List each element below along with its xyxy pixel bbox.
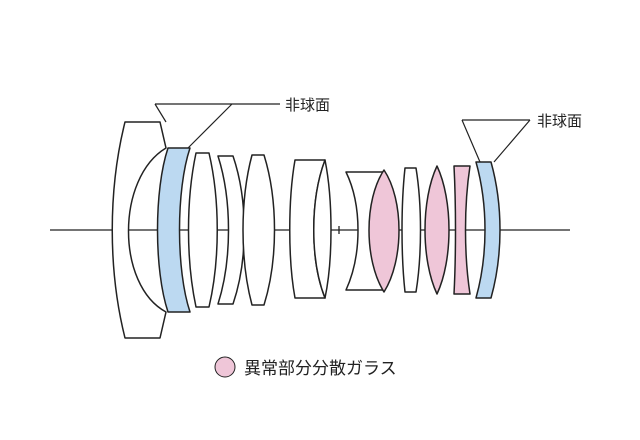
callout-leader-right bbox=[461, 119, 531, 163]
lens-element-3 bbox=[187, 152, 218, 308]
lens-element-7 bbox=[313, 159, 332, 299]
lens-element-2-aspherical bbox=[156, 147, 191, 313]
lens-element-13-aspherical bbox=[475, 161, 501, 299]
callout-aspherical-right: 非球面 bbox=[537, 112, 582, 130]
callout-leader-left bbox=[154, 103, 280, 149]
lens-element-10 bbox=[401, 167, 422, 293]
lens-element-4 bbox=[217, 155, 245, 305]
callout-aspherical-left: 非球面 bbox=[285, 96, 330, 114]
lens-element-11-ed-glass bbox=[424, 165, 450, 295]
legend-label: 異常部分分散ガラス bbox=[244, 359, 397, 379]
lens-element-9-ed-glass bbox=[368, 169, 400, 293]
legend-swatch-ed-glass bbox=[214, 356, 236, 378]
lens-element-12-ed-glass bbox=[453, 165, 471, 295]
lens-element-1 bbox=[111, 121, 167, 339]
lens-element-5 bbox=[242, 154, 276, 306]
